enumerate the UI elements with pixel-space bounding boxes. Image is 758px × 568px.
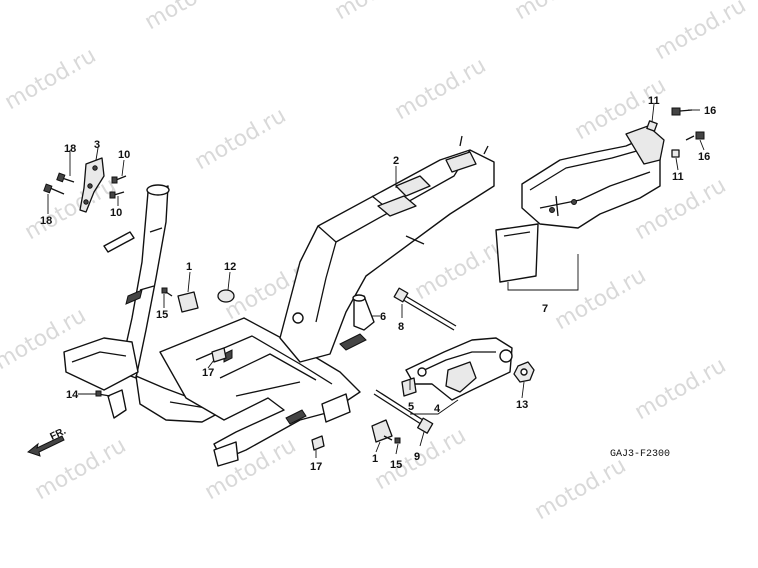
callout-6: 6 (380, 311, 386, 323)
front-arrow-icon (26, 435, 65, 457)
callout-14: 14 (66, 389, 79, 401)
callout-13: 13 (516, 399, 528, 411)
callout-15: 15 (390, 459, 402, 471)
screw-part-10 (109, 175, 127, 199)
callout-16: 16 (698, 151, 710, 163)
watermark-text: motod.ru (651, 0, 751, 65)
mount-rubber-parts (95, 287, 401, 451)
callout-17: 17 (310, 461, 322, 473)
front-direction-indicator: FR. (26, 426, 68, 457)
watermark-text: motod.ru (411, 233, 511, 305)
spacer-part-6 (352, 294, 375, 331)
callout-16: 16 (704, 105, 716, 117)
bracket-part-3 (43, 157, 105, 213)
watermark-text: motod.ru (191, 103, 291, 175)
leader-lines (47, 103, 705, 458)
callout-11: 11 (648, 95, 660, 107)
bushing-part-5 (401, 377, 417, 397)
main-frame-part-2 (279, 135, 495, 363)
callout-5: 5 (408, 401, 414, 413)
callout-labels: 18 18 3 10 10 1 12 15 17 14 2 6 8 5 4 9 … (40, 95, 716, 473)
rear-fender-part-7 (495, 125, 665, 291)
callout-9: 9 (414, 451, 420, 463)
callout-2: 2 (393, 155, 399, 167)
callout-18: 18 (64, 143, 76, 155)
drawing-code: GAJ3-F2300 (610, 449, 670, 460)
watermark-text: motod.ru (391, 53, 491, 125)
callout-11: 11 (672, 171, 684, 183)
watermark-text: motod.ru (331, 0, 431, 25)
bolt-part-9 (373, 389, 434, 434)
callout-15: 15 (156, 309, 168, 321)
main-lower-frame (159, 317, 361, 467)
watermark-text: motod.ru (21, 173, 121, 245)
callout-18: 18 (40, 215, 52, 227)
callout-10: 10 (118, 149, 130, 161)
fastener-parts-11-16 (646, 107, 705, 158)
callout-7: 7 (542, 303, 548, 315)
callout-3: 3 (94, 139, 100, 151)
front-label: FR. (48, 426, 67, 443)
callout-4: 4 (434, 403, 441, 415)
callout-8: 8 (398, 321, 404, 333)
callout-17: 17 (202, 367, 214, 379)
watermark-text: motod.ru (551, 263, 651, 335)
bolt-part-8 (393, 287, 457, 331)
callout-12: 12 (224, 261, 236, 273)
nut-part-13 (513, 361, 535, 383)
watermark-text: motod.ru (631, 353, 731, 425)
watermark-text: motod.ru (511, 0, 611, 25)
watermark-text: motod.ru (531, 453, 631, 525)
callout-10: 10 (110, 207, 122, 219)
watermark-text: motod.ru (141, 0, 241, 35)
callout-1: 1 (186, 261, 192, 273)
callout-1: 1 (372, 453, 378, 465)
engine-hanger-part-4 (405, 337, 513, 415)
watermark-text: motod.ru (1, 43, 101, 115)
